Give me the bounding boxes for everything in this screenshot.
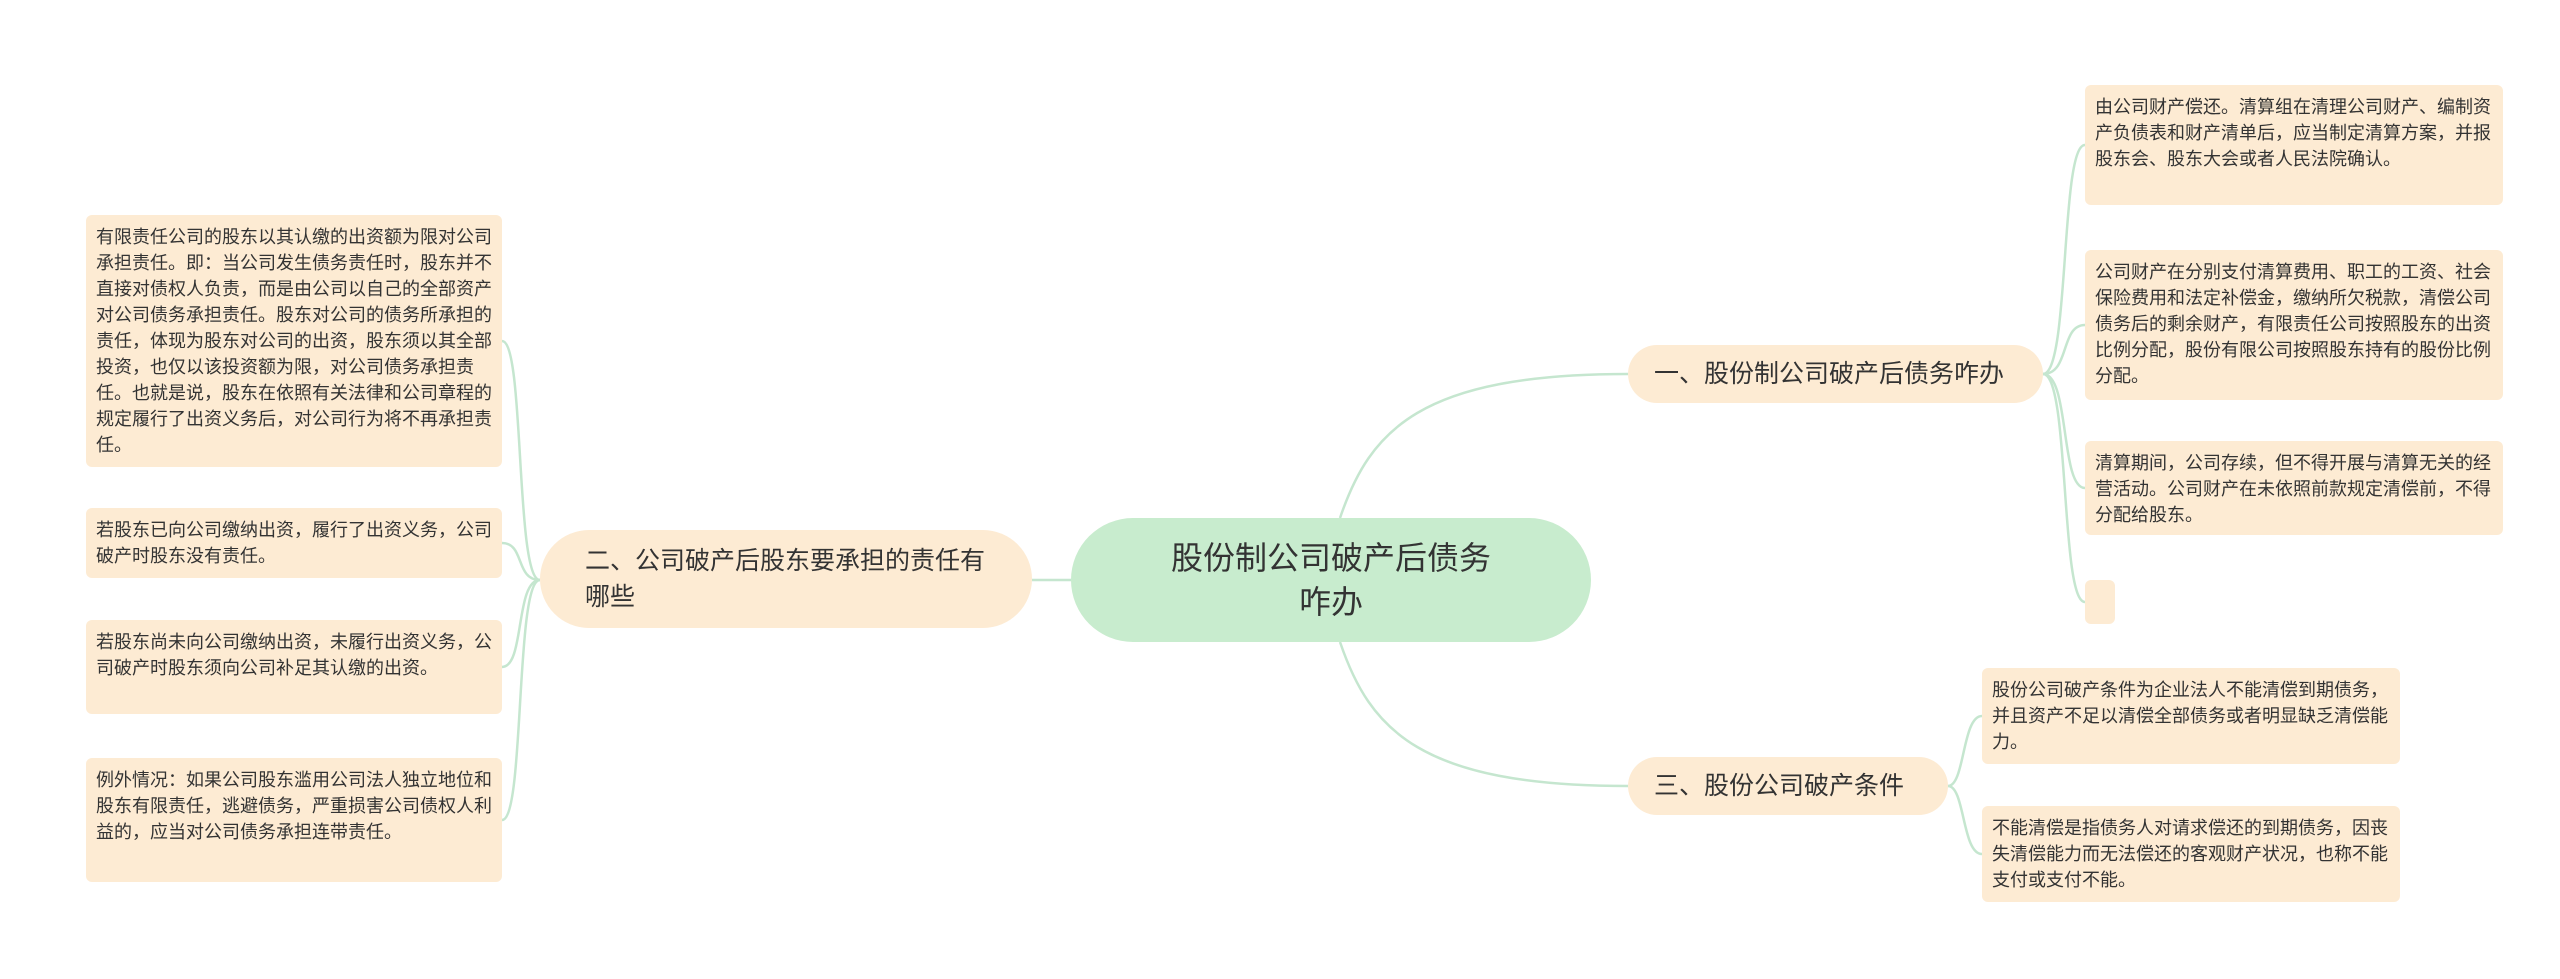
leaf-node[interactable]: 不能清偿是指债务人对请求偿还的到期债务，因丧失清偿能力而无法偿还的客观财产状况，… bbox=[1982, 806, 2400, 902]
connector-b3-leaf-1 bbox=[1947, 714, 1983, 788]
leaf-node[interactable]: 例外情况：如果公司股东滥用公司法人独立地位和股东有限责任，逃避债务，严重损害公司… bbox=[86, 758, 502, 882]
connector-b1-leaf-2 bbox=[2042, 323, 2086, 376]
branch-label: 一、股份制公司破产后债务咋办 bbox=[1654, 359, 2005, 388]
leaf-node[interactable]: 有限责任公司的股东以其认缴的出资额为限对公司承担责任。即：当公司发生债务责任时，… bbox=[86, 215, 502, 467]
branch-node-bankruptcy-conditions[interactable]: 三、股份公司破产条件 bbox=[1628, 757, 1948, 815]
root-node[interactable]: 股份制公司破产后债务咋办 bbox=[1071, 518, 1591, 642]
connector-b2-leaf-4 bbox=[501, 578, 541, 822]
branch-label: 三、股份公司破产条件 bbox=[1654, 771, 1905, 800]
leaf-node[interactable]: 若股东尚未向公司缴纳出资，未履行出资义务，公司破产时股东须向公司补足其认缴的出资… bbox=[86, 620, 502, 714]
connector-b1-leaf-1 bbox=[2042, 143, 2086, 376]
connector-b2-leaf-3 bbox=[501, 578, 541, 669]
leaf-node[interactable]: 公司财产在分别支付清算费用、职工的工资、社会保险费用和法定补偿金，缴纳所欠税款，… bbox=[2085, 250, 2503, 400]
branch-node-debt-handling[interactable]: 一、股份制公司破产后债务咋办 bbox=[1628, 345, 2043, 403]
leaf-node[interactable]: 由公司财产偿还。清算组在清理公司财产、编制资产负债表和财产清单后，应当制定清算方… bbox=[2085, 85, 2503, 205]
connector-b1-leaf-4 bbox=[2042, 372, 2086, 604]
connector-b2-leaf-2 bbox=[501, 541, 541, 582]
root-title: 股份制公司破产后债务咋办 bbox=[1170, 539, 1491, 621]
connector-b2-leaf-1 bbox=[501, 339, 541, 582]
branch-label: 二、公司破产后股东要承担的责任有哪些 bbox=[585, 546, 986, 611]
leaf-node[interactable]: 清算期间，公司存续，但不得开展与清算无关的经营活动。公司财产在未依照前款规定清偿… bbox=[2085, 441, 2503, 535]
connector-b1-leaf-3 bbox=[2042, 372, 2086, 490]
branch-node-shareholder-liability[interactable]: 二、公司破产后股东要承担的责任有哪些 bbox=[540, 530, 1032, 628]
leaf-node[interactable]: 股份公司破产条件为企业法人不能清偿到期债务，并且资产不足以清偿全部债务或者明显缺… bbox=[1982, 668, 2400, 764]
leaf-node-empty[interactable] bbox=[2085, 580, 2115, 624]
connector-root-branch-3 bbox=[1338, 641, 1629, 788]
connector-b3-leaf-2 bbox=[1947, 784, 1983, 856]
leaf-node[interactable]: 若股东已向公司缴纳出资，履行了出资义务，公司破产时股东没有责任。 bbox=[86, 508, 502, 578]
connector-root-branch-1 bbox=[1338, 372, 1629, 519]
